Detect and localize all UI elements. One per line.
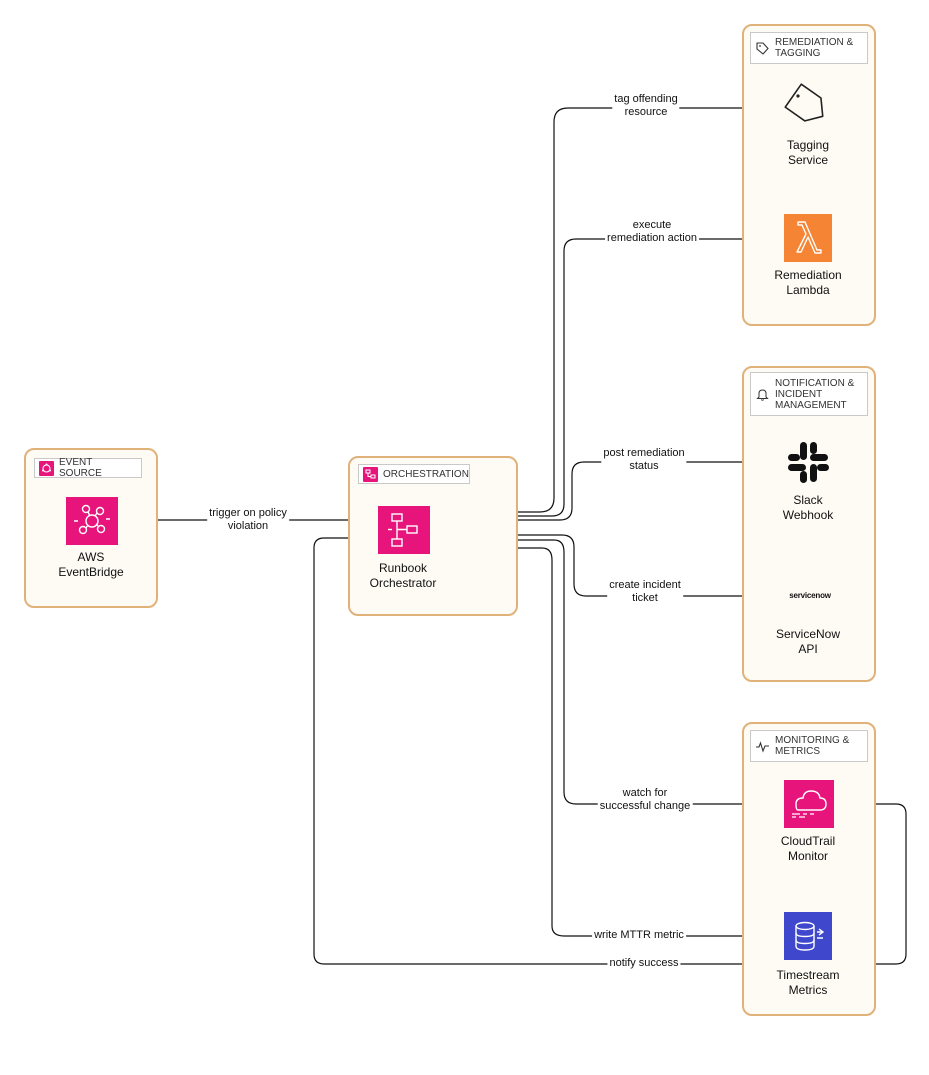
edge-label-trigger: trigger on policy violation xyxy=(207,507,289,533)
tag-icon xyxy=(784,83,824,122)
edge-label-execute: execute remediation action xyxy=(605,219,699,245)
label-lambda: Remediation Lambda xyxy=(774,268,842,297)
edge-label-tag: tag offending resource xyxy=(612,93,680,119)
edge-mttr xyxy=(430,547,782,940)
group-title: EVENT SOURCE xyxy=(59,457,102,479)
node-tagging[interactable] xyxy=(784,82,832,130)
node-timestream[interactable] xyxy=(784,912,832,960)
group-event-source: EVENT SOURCE xyxy=(24,448,158,608)
edge-label-notify: notify success xyxy=(607,957,681,970)
edge-label-incident: create incident ticket xyxy=(607,579,683,605)
lambda-icon xyxy=(784,214,832,262)
label-tagging: Tagging Service xyxy=(786,138,830,167)
pulse-icon xyxy=(755,739,770,754)
group-title: ORCHESTRATION xyxy=(383,468,469,480)
group-header-monitoring: MONITORING & METRICS xyxy=(750,730,868,762)
group-notification: NOTIFICATION & INCIDENT MANAGEMENT xyxy=(742,366,876,682)
label-orchestrator: Runbook Orchestrator xyxy=(369,561,437,590)
node-cloudtrail[interactable] xyxy=(784,780,834,828)
edge-post xyxy=(430,458,782,521)
group-remediation-tagging: REMEDIATION & TAGGING xyxy=(742,24,876,326)
label-servicenow: ServiceNow API xyxy=(775,627,841,656)
label-eventbridge: AWS EventBridge xyxy=(58,550,124,579)
eventbridge-icon xyxy=(66,497,118,545)
group-orchestration: ORCHESTRATION xyxy=(348,456,518,616)
label-timestream: Timestream Metrics xyxy=(776,968,840,997)
edge-tag xyxy=(430,104,780,513)
edge-execute xyxy=(430,235,782,517)
timestream-icon xyxy=(784,912,832,960)
edge-label-post: post remediation status xyxy=(601,447,687,473)
group-monitoring: MONITORING & METRICS xyxy=(742,722,876,1016)
edge-watch xyxy=(430,539,782,808)
group-title: NOTIFICATION & INCIDENT MANAGEMENT xyxy=(775,377,855,411)
cloudtrail-icon xyxy=(784,780,834,828)
servicenow-logo: servicenow xyxy=(789,591,831,600)
orchestration-icon xyxy=(363,466,378,482)
step-functions-icon xyxy=(378,506,430,554)
group-title: REMEDIATION & TAGGING xyxy=(775,37,854,59)
node-lambda[interactable] xyxy=(784,214,832,262)
group-header-notification: NOTIFICATION & INCIDENT MANAGEMENT xyxy=(750,372,868,416)
group-header-event-source: EVENT SOURCE xyxy=(34,457,142,479)
group-header-remediation: REMEDIATION & TAGGING xyxy=(750,32,868,64)
bell-icon xyxy=(755,387,770,402)
node-orchestrator[interactable] xyxy=(378,506,430,554)
edge-incident xyxy=(430,534,790,600)
tag-icon xyxy=(755,41,770,56)
edge-label-watch: watch for successful change xyxy=(597,787,693,813)
group-title: MONITORING & METRICS xyxy=(775,735,850,757)
node-servicenow[interactable]: servicenow xyxy=(784,586,836,606)
slack-icon xyxy=(788,442,829,483)
node-eventbridge[interactable] xyxy=(66,497,118,545)
event-icon xyxy=(39,460,54,476)
node-slack[interactable] xyxy=(784,438,832,486)
edge-label-mttr: write MTTR metric xyxy=(592,929,686,942)
label-cloudtrail: CloudTrail Monitor xyxy=(780,834,836,863)
label-slack: Slack Webhook xyxy=(782,493,834,522)
group-header-orchestration: ORCHESTRATION xyxy=(358,464,470,484)
